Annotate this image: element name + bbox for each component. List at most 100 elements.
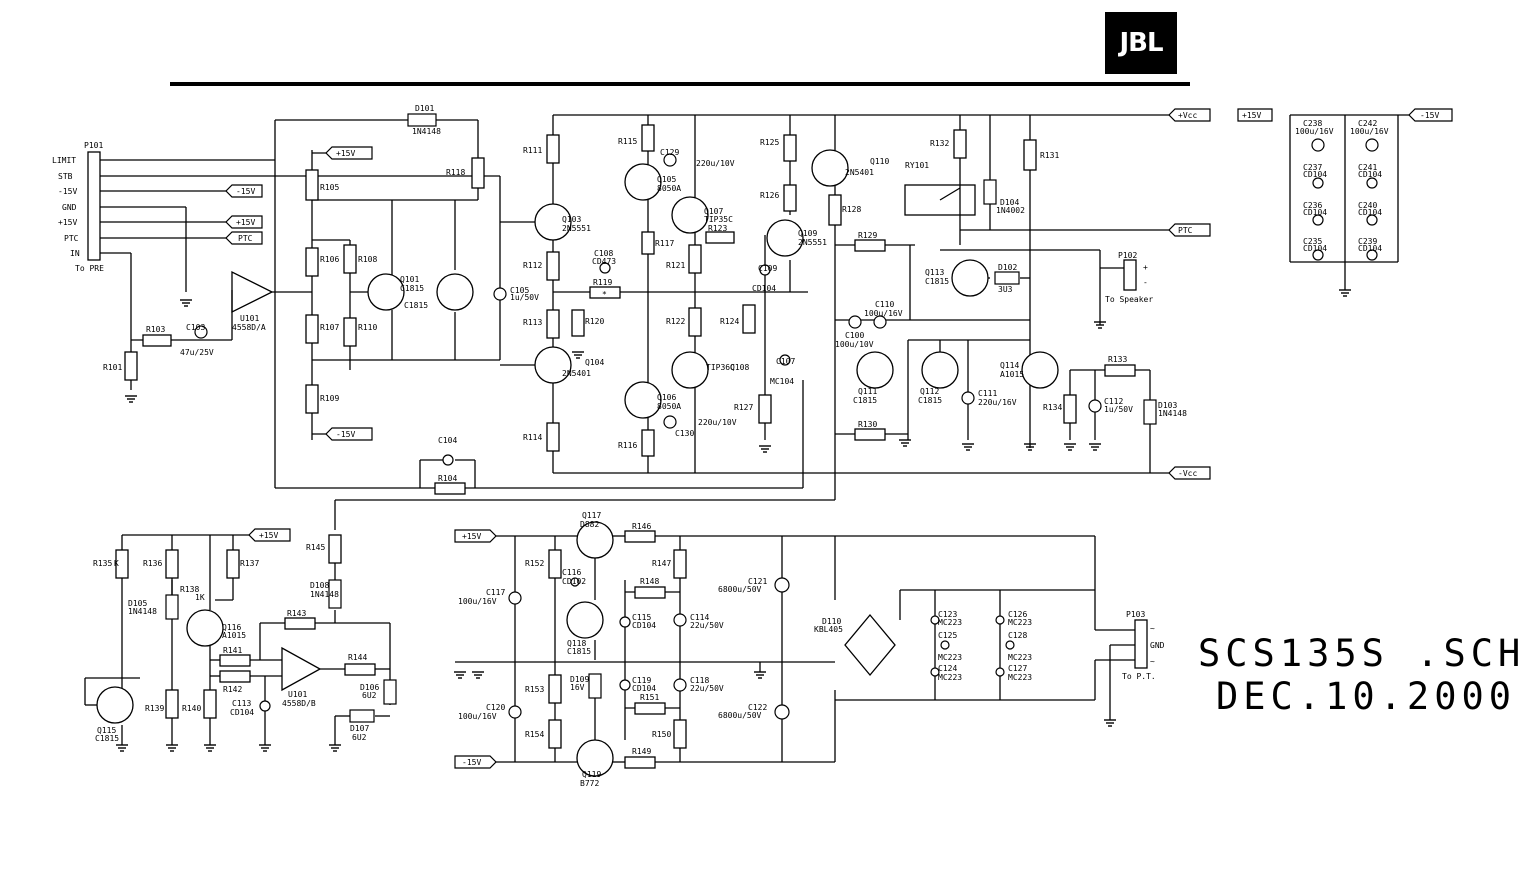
part-label: C241 <box>1358 163 1377 172</box>
part-label: R136 <box>143 559 162 568</box>
part-label: 100u/16V <box>458 712 497 721</box>
part-label: Q101 <box>400 275 419 284</box>
part-label: MC223 <box>1008 653 1032 662</box>
part-label: R107 <box>320 323 339 332</box>
part-label: * <box>602 290 607 299</box>
part-label: 3U3 <box>998 285 1013 294</box>
part-label: R111 <box>523 146 542 155</box>
part-label: 220u/10V <box>696 159 735 168</box>
part-label: 22u/50V <box>690 684 724 693</box>
part-label: 1u/50V <box>1104 405 1133 414</box>
pin-label: GND <box>62 203 77 212</box>
part-label: R108 <box>358 255 377 264</box>
part-label: R140 <box>182 704 201 713</box>
part-label: C114 <box>690 613 709 622</box>
part-label: Q115 <box>97 726 116 735</box>
part-label: 1N4148 <box>1158 409 1187 418</box>
part-label: D109 <box>570 675 589 684</box>
rail-label: -15V <box>236 187 255 196</box>
part-label: MC104 <box>770 377 794 386</box>
part-label: R122 <box>666 317 685 326</box>
part-label: C1815 <box>567 647 591 656</box>
part-label: C116 <box>562 568 581 577</box>
part-label: C1815 <box>404 301 428 310</box>
part-label: C113 <box>232 699 251 708</box>
part-label: D882 <box>580 520 599 529</box>
part-label: 2N5401 <box>845 168 874 177</box>
part-label: C238 <box>1303 119 1322 128</box>
part-label: R129 <box>858 231 877 240</box>
connector-caption: To P.T. <box>1122 672 1156 681</box>
part-label: MC223 <box>1008 618 1032 627</box>
part-label: MC223 <box>938 618 962 627</box>
part-label: Q112 <box>920 387 939 396</box>
part-label: Q107 <box>704 207 723 216</box>
part-label: C126 <box>1008 610 1027 619</box>
part-label: 6U2 <box>352 733 367 742</box>
part-label: C1815 <box>95 734 119 743</box>
pin-label: -15V <box>58 187 77 196</box>
connector-p103-label: P103 <box>1126 610 1145 619</box>
part-label: R112 <box>523 261 542 270</box>
jbl-logo: JBL <box>1105 12 1177 74</box>
part-label: C1815 <box>853 396 877 405</box>
rail-label: +15V <box>336 149 355 158</box>
part-label: C107 <box>776 357 795 366</box>
rail-label: -15V <box>1420 111 1439 120</box>
part-label: R113 <box>523 318 542 327</box>
part-label: 1N4148 <box>412 127 441 136</box>
part-label: C128 <box>1008 631 1027 640</box>
part-label: 8050A <box>657 402 681 411</box>
part-label: 100u/16V <box>864 309 903 318</box>
part-label: Q117 <box>582 511 601 520</box>
part-label: R135 <box>93 559 112 568</box>
connector-p102-label: P102 <box>1118 251 1137 260</box>
part-label: CD104 <box>1358 208 1382 217</box>
connector-p101-label: P101 <box>84 141 103 150</box>
part-label: C122 <box>748 703 767 712</box>
part-label: CD104 <box>1303 244 1327 253</box>
part-label: R138 <box>180 585 199 594</box>
part-label: U101 <box>288 690 307 699</box>
part-label: ~ <box>1150 624 1155 633</box>
part-label: R104 <box>438 474 457 483</box>
rail-label: +15V <box>1242 111 1261 120</box>
part-label: C105 <box>510 286 529 295</box>
part-label: Q106 <box>657 393 676 402</box>
part-label: R131 <box>1040 151 1059 160</box>
part-label: R132 <box>930 139 949 148</box>
part-label: C111 <box>978 389 997 398</box>
part-label: D101 <box>415 104 434 113</box>
part-label: 2N5401 <box>562 369 591 378</box>
part-label: C100 <box>845 331 864 340</box>
rail-label: +Vcc <box>1178 111 1197 120</box>
part-label: R125 <box>760 138 779 147</box>
part-label: CD104 <box>632 621 656 630</box>
part-label: CD104 <box>1358 170 1382 179</box>
part-label: R144 <box>348 653 367 662</box>
part-label: 100u/10V <box>835 340 874 349</box>
part-label: - <box>1143 278 1148 287</box>
part-label: C235 <box>1303 237 1322 246</box>
rail-label: +15V <box>236 218 255 227</box>
part-label: D110 <box>822 617 841 626</box>
part-label: D103 <box>1158 401 1177 410</box>
part-label: 16V <box>570 683 585 692</box>
part-label: CD104 <box>1303 208 1327 217</box>
pin-label: IN <box>70 249 80 258</box>
part-label: Q114 <box>1000 361 1019 370</box>
part-label: C108 <box>594 249 613 258</box>
part-label: C125 <box>938 631 957 640</box>
part-label: R126 <box>760 191 779 200</box>
part-label: Q105 <box>657 175 676 184</box>
part-label: D107 <box>350 724 369 733</box>
part-label: C240 <box>1358 201 1377 210</box>
part-label: C121 <box>748 577 767 586</box>
part-label: R137 <box>240 559 259 568</box>
part-label: TIP36C <box>706 363 735 372</box>
part-label: 2N5551 <box>562 224 591 233</box>
part-label: GND <box>1150 641 1165 650</box>
rail-label: -15V <box>336 430 355 439</box>
part-label: R149 <box>632 747 651 756</box>
